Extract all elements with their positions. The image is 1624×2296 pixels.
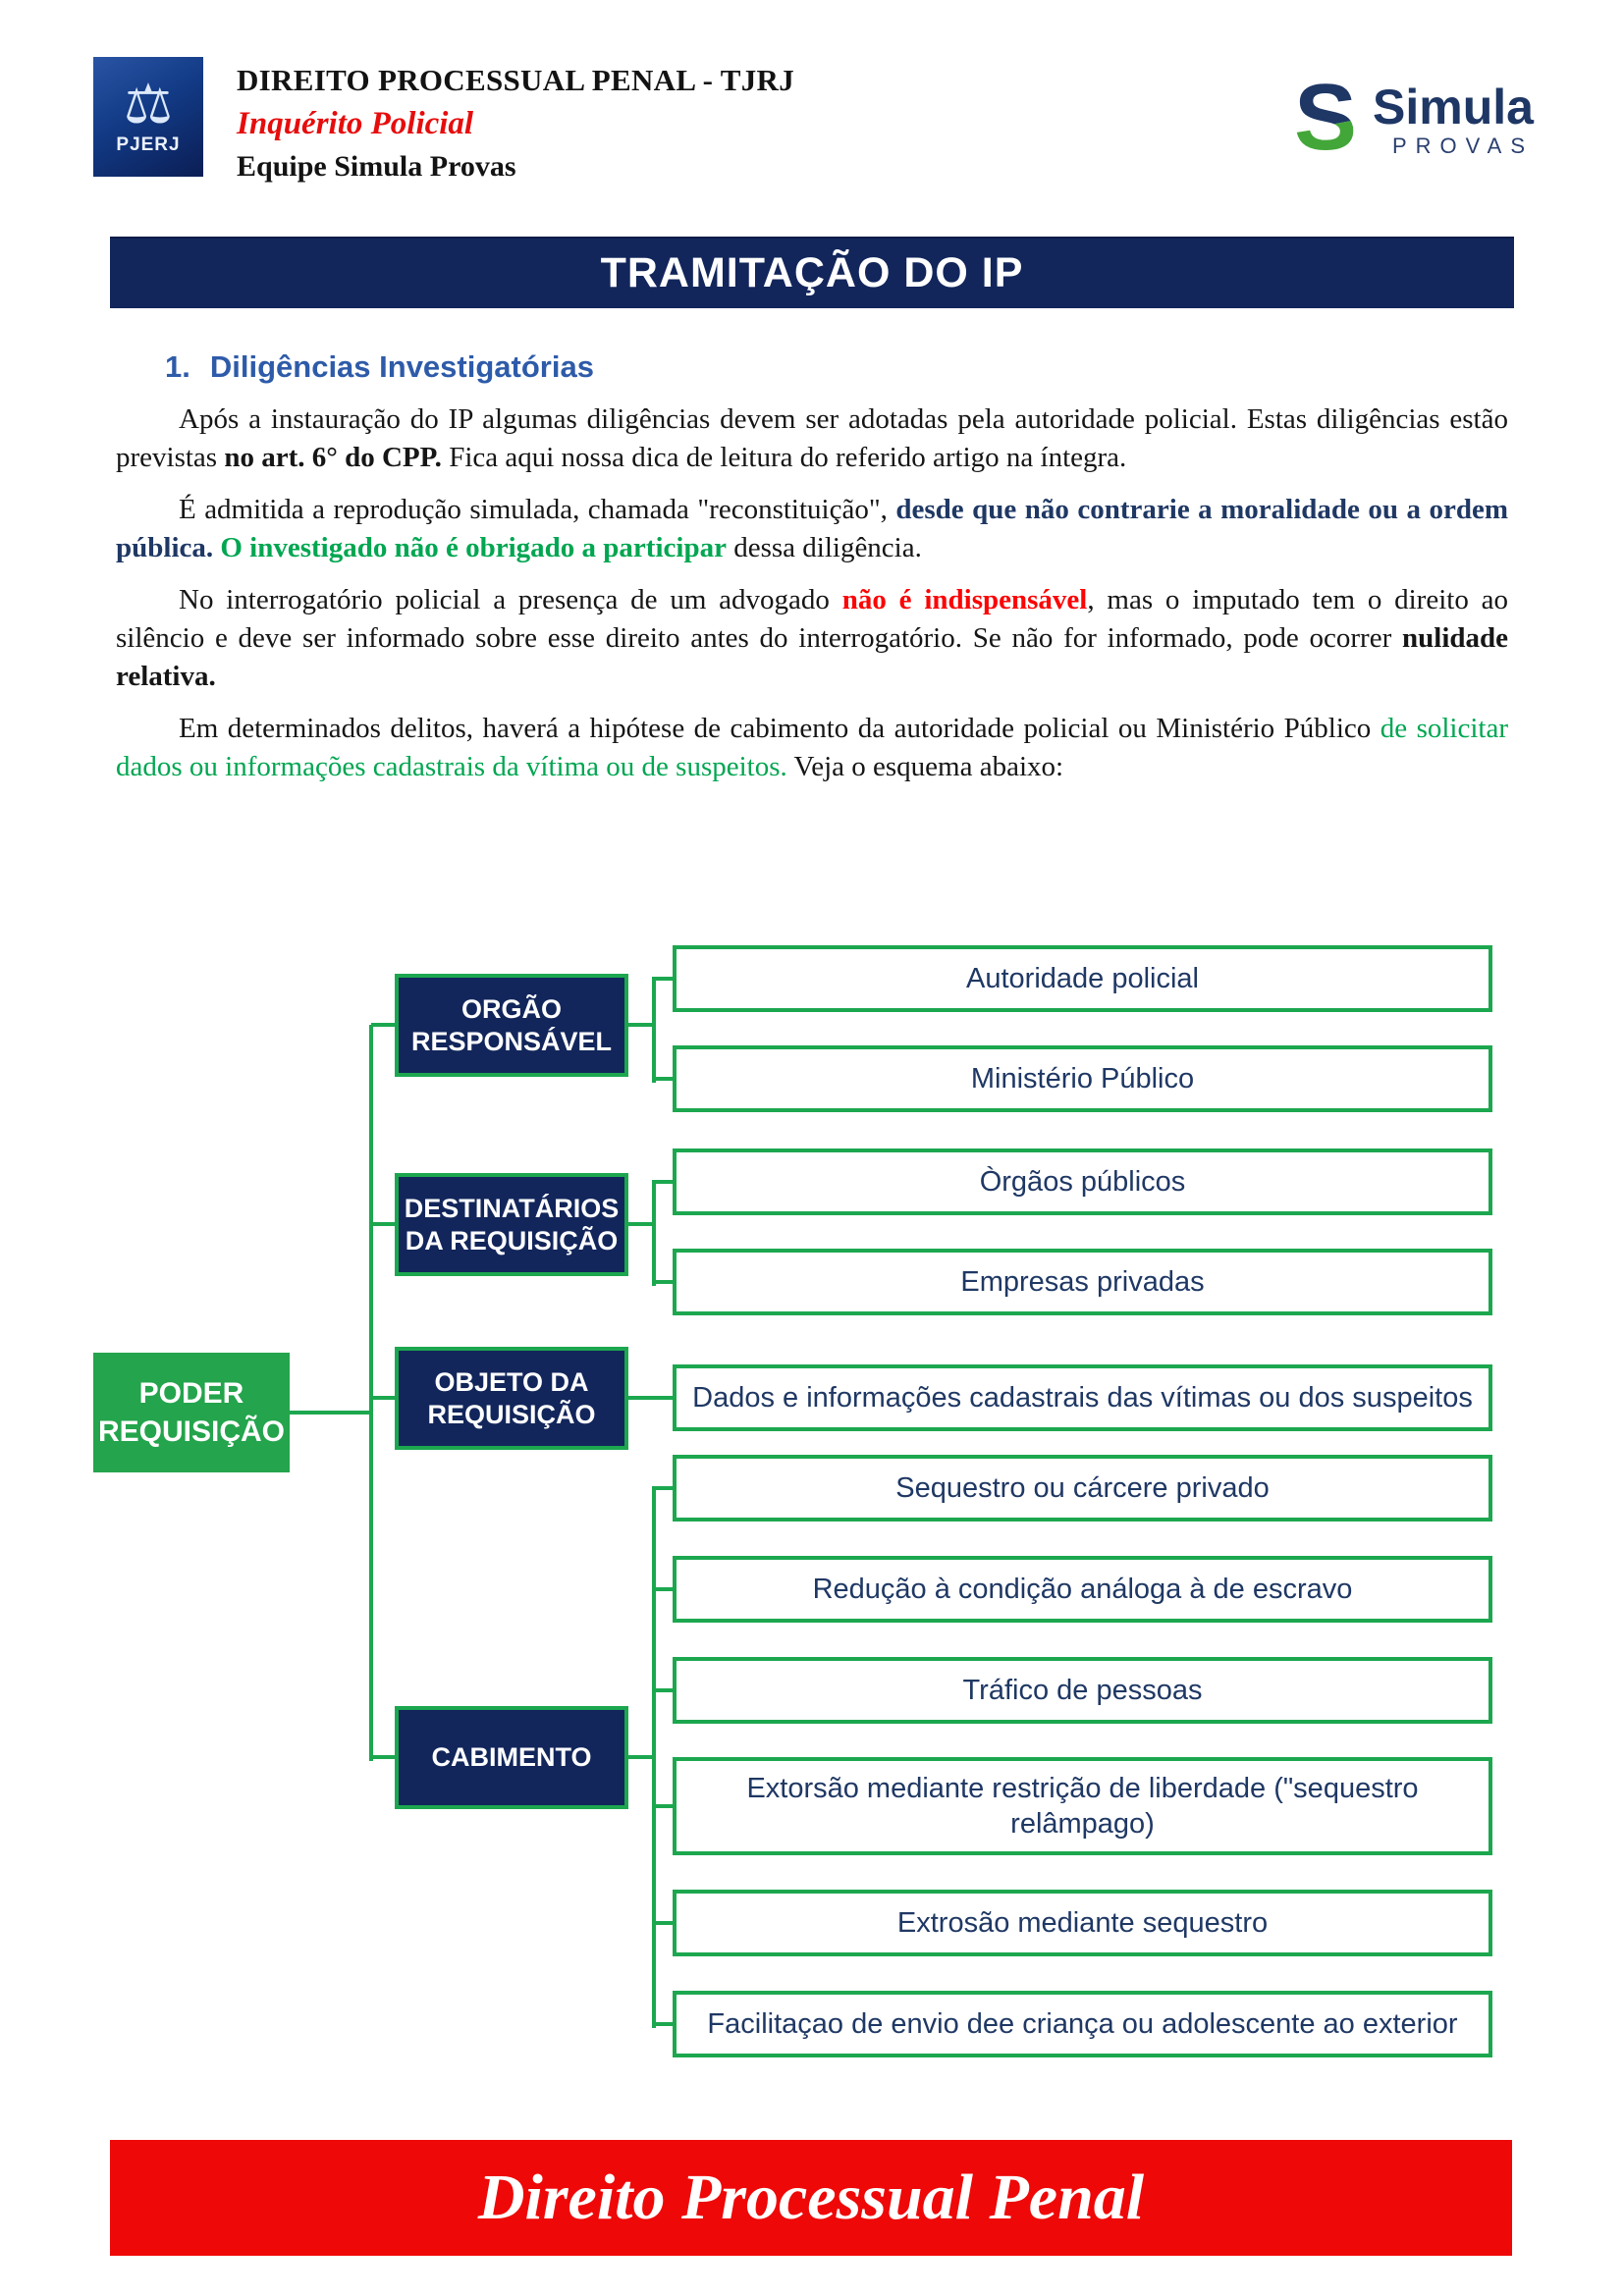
connector-stub <box>654 1077 673 1081</box>
paragraph-1: Após a instauração do IP algumas diligên… <box>116 403 1508 473</box>
green-bold-run: O investigado não é obrigado a participa… <box>213 532 727 563</box>
pjerj-logo-label: PJERJ <box>116 134 181 155</box>
connector-stub <box>654 1280 673 1284</box>
connector-stub <box>626 1755 656 1759</box>
brand-name: Simula <box>1373 80 1534 134</box>
connector-stub <box>654 1688 673 1692</box>
connector-bracket <box>652 1180 656 1286</box>
brand-sub: PROVAS <box>1391 133 1534 158</box>
bold-run: nulidade relativa. <box>116 622 1508 692</box>
connector-stub <box>654 1587 673 1591</box>
connector-stub <box>371 1755 395 1759</box>
diagram-child: Facilitaçao de envio dee criança ou adol… <box>673 1991 1492 2057</box>
pjerj-logo: ⚖ PJERJ <box>93 57 203 177</box>
connector-bracket <box>652 977 656 1083</box>
section-heading: 1. Diligências Investigatórias <box>165 349 1514 385</box>
paragraph-4: Em determinados delitos, haverá a hipóte… <box>116 713 1508 782</box>
footer-banner: Direito Processual Penal <box>110 2140 1512 2256</box>
paragraph-2: É admitida a reprodução simulada, chamad… <box>116 494 1508 563</box>
connector-bracket <box>652 1486 656 2028</box>
team-label: Equipe Simula Provas <box>237 150 516 183</box>
diagram-child: Empresas privadas <box>673 1249 1492 1315</box>
lesson-subtitle: Inquérito Policial <box>237 106 474 141</box>
red-bold-run: não é indispensável <box>841 584 1088 615</box>
connector-root <box>290 1411 369 1415</box>
diagram-child: Redução à condição análoga à de escravo <box>673 1556 1492 1623</box>
section-number: 1. <box>165 349 190 384</box>
diagram-child: Extrosão mediante sequestro <box>673 1890 1492 1956</box>
simula-s-icon: S S <box>1294 77 1357 167</box>
scales-of-justice-icon: ⚖ <box>123 73 174 136</box>
connector-stub <box>654 1180 673 1184</box>
diagram-group-objeto: OBJETO DA REQUISIÇÃO <box>395 1347 628 1450</box>
title-banner: TRAMITAÇÃO DO IP <box>110 237 1514 308</box>
connector-trunk <box>369 1025 373 1761</box>
course-title: DIREITO PROCESSUAL PENAL - TJRJ <box>237 63 795 97</box>
connector-stub <box>654 2022 673 2026</box>
diagram-child: Tráfico de pessoas <box>673 1657 1492 1724</box>
connector-stub <box>654 1486 673 1490</box>
connector-stub <box>626 1396 673 1400</box>
diagram-root-poder-requisicao: PODER REQUISIÇÃO <box>93 1353 290 1472</box>
diagram-group-destinatarios: DESTINATÁRIOS DA REQUISIÇÃO <box>395 1173 628 1276</box>
requisition-flowchart: PODER REQUISIÇÃO ORGÃO RESPONSÁVEL DESTI… <box>0 923 1624 2076</box>
connector-stub <box>371 1222 395 1226</box>
connector-stub <box>371 1023 395 1027</box>
connector-stub <box>626 1023 656 1027</box>
body-text: Após a instauração do IP algumas diligên… <box>116 400 1508 786</box>
connector-stub <box>371 1396 395 1400</box>
simula-provas-logo: S S Simula PROVAS <box>1284 57 1534 167</box>
diagram-child: Extorsão mediante restrição de liberdade… <box>673 1757 1492 1855</box>
diagram-child: Sequestro ou cárcere privado <box>673 1455 1492 1522</box>
navy-bold-run: desde que não contrarie a moralidade ou … <box>116 494 1508 563</box>
diagram-child: Dados e informações cadastrais das vítim… <box>673 1364 1492 1431</box>
diagram-child: Autoridade policial <box>673 945 1492 1012</box>
diagram-child: Ministério Público <box>673 1045 1492 1112</box>
footer-banner-text: Direito Processual Penal <box>477 2162 1145 2233</box>
green-run: de solicitar dados ou informações cadast… <box>116 713 1508 782</box>
connector-stub <box>654 1804 673 1808</box>
header-text-block: DIREITO PROCESSUAL PENAL - TJRJ Inquérit… <box>237 57 794 184</box>
brand-wordmark: Simula PROVAS <box>1373 82 1534 159</box>
connector-stub <box>654 1921 673 1925</box>
diagram-child: Òrgãos públicos <box>673 1148 1492 1215</box>
paragraph-3: No interrogatório policial a presença de… <box>116 584 1508 692</box>
title-banner-text: TRAMITAÇÃO DO IP <box>600 249 1024 296</box>
diagram-group-cabimento: CABIMENTO <box>395 1706 628 1809</box>
section-title: Diligências Investigatórias <box>209 349 594 384</box>
bold-run: no art. 6° do CPP. <box>224 442 442 473</box>
page-header: ⚖ PJERJ DIREITO PROCESSUAL PENAL - TJRJ … <box>0 0 1624 184</box>
connector-stub <box>626 1222 656 1226</box>
diagram-group-orgao-responsavel: ORGÃO RESPONSÁVEL <box>395 974 628 1077</box>
connector-stub <box>654 977 673 981</box>
